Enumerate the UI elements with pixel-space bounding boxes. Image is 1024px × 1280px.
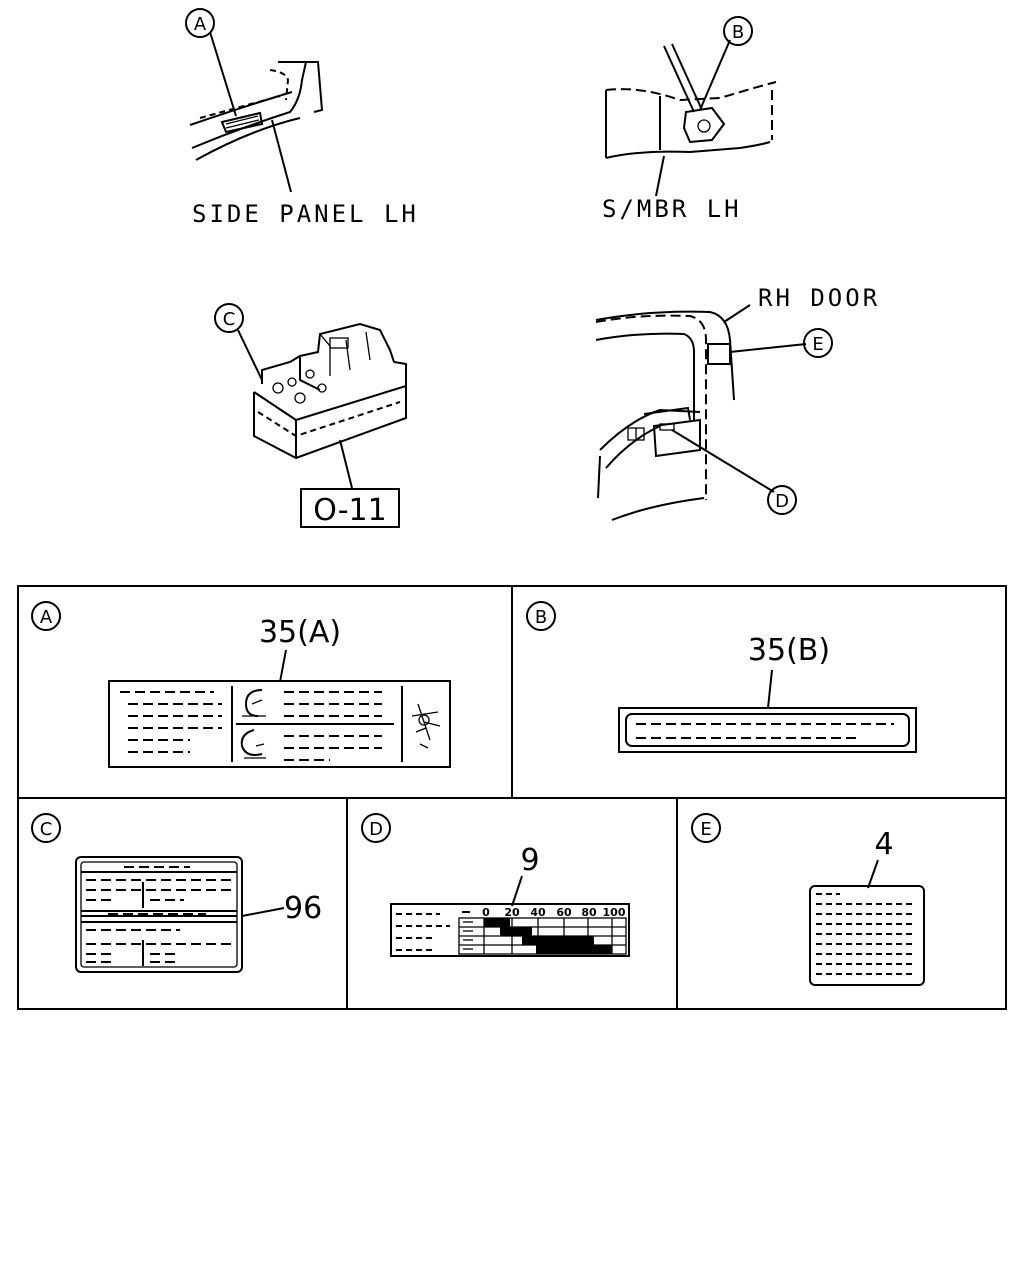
scale-ticks: 0 20 40 60 80 100 [482,906,626,919]
side-panel-label: SIDE PANEL LH [192,200,419,228]
side-panel-illustration [189,31,324,193]
label-4 [809,885,925,986]
panel-c-tag: C [31,813,61,843]
s-mbr-illustration [605,39,777,197]
panel-b-tag: B [526,601,556,631]
part-number-9: 9 [520,843,539,878]
tick-0: 0 [482,906,490,919]
label-35a [108,680,451,768]
part-number-96: 96 [284,891,322,926]
svg-text:E: E [700,819,711,840]
callout-d-mid: D [767,485,797,515]
panel-d-tag: D [361,813,391,843]
svg-text:B: B [732,22,744,43]
svg-text:C: C [40,819,53,840]
panel-b: B 35(B) [526,601,917,753]
panel-e: E 4 [691,813,925,986]
part-number-35b: 35(B) [748,633,830,668]
rh-door-illustration [595,304,807,521]
svg-text:B: B [535,607,547,628]
tick-100: 100 [603,906,626,919]
panel-a-tag: A [31,601,61,631]
panel-d: D 9 [361,813,630,957]
tick-40: 40 [530,906,546,919]
callout-e-mid: E [803,328,833,358]
label-grid [17,585,1007,1010]
callout-c-mid: C [214,303,244,333]
part-number-4: 4 [874,827,893,862]
svg-text:D: D [775,491,789,512]
callout-b-top: B [723,16,753,46]
ref-box-o-11: O-11 [300,488,400,528]
callout-a-top: A [185,8,215,38]
svg-text:D: D [369,819,383,840]
svg-text:O-11: O-11 [313,493,386,528]
svg-text:E: E [812,334,823,355]
panel-c: C [31,813,322,973]
panel-a: A 35(A) [31,601,451,768]
svg-text:A: A [194,14,207,35]
label-9: 0 20 40 60 80 100 [390,903,630,957]
tick-20: 20 [504,906,520,919]
component-c-illustration [237,322,407,489]
tick-60: 60 [556,906,572,919]
label-96 [75,856,285,973]
label-35b [618,707,917,753]
panel-e-tag: E [691,813,721,843]
rh-door-label: RH DOOR [758,284,880,312]
tick-80: 80 [581,906,597,919]
part-number-35a: 35(A) [259,615,341,650]
s-mbr-label: S/MBR LH [602,195,742,223]
svg-text:A: A [40,607,53,628]
svg-text:C: C [223,309,236,330]
